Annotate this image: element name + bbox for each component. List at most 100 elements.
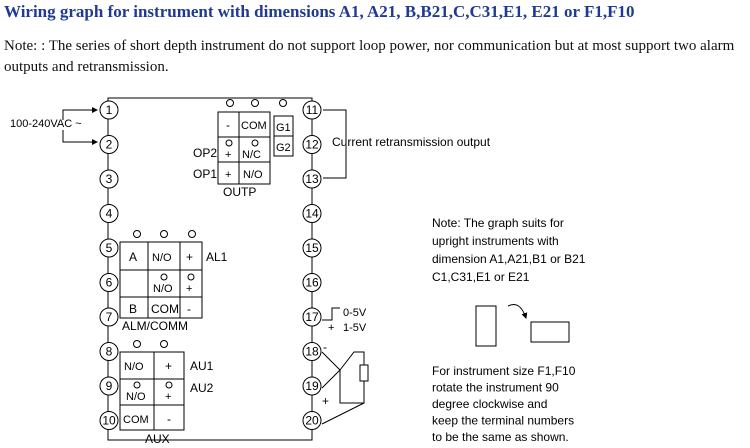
left-terminal-label: 9 bbox=[106, 379, 113, 393]
page-title: Wiring graph for instrument with dimensi… bbox=[4, 2, 635, 21]
outp-op1: OP1 bbox=[193, 167, 217, 181]
alm-label: ALM/COMM bbox=[122, 319, 188, 333]
right-terminal-label: 17 bbox=[305, 310, 319, 324]
upright-instrument-shape bbox=[475, 305, 497, 347]
power-label: 100-240VAC ~ bbox=[10, 118, 82, 130]
left-terminal-label: 7 bbox=[106, 310, 113, 324]
left-terminal-10 bbox=[99, 411, 119, 430]
right-terminal-14 bbox=[302, 204, 322, 223]
outp-frame bbox=[217, 111, 271, 185]
outp-com: COM bbox=[241, 120, 267, 132]
alm-no-2: N/O bbox=[153, 283, 173, 295]
alm-com: COM bbox=[151, 302, 179, 316]
aux-no-1: N/O bbox=[124, 361, 144, 373]
rotate-note-line: degree clockwise and bbox=[432, 397, 547, 411]
left-terminal-2 bbox=[99, 135, 119, 154]
outp-label: OUTP bbox=[223, 185, 256, 199]
right-terminal-label: 20 bbox=[305, 414, 319, 428]
aux-com: COM bbox=[123, 414, 149, 426]
side-note-line: dimension A1,A21,B1 or B21 bbox=[432, 252, 586, 266]
right-terminal-11 bbox=[302, 100, 322, 120]
rotated-instrument-shape bbox=[530, 321, 570, 343]
orientation-sketch bbox=[475, 304, 570, 347]
outp-op2: OP2 bbox=[193, 146, 217, 160]
outp-plus-1: + bbox=[225, 169, 231, 181]
alm-plus-2: + bbox=[186, 283, 192, 295]
left-terminal-3 bbox=[99, 169, 119, 189]
aux-au1: AU1 bbox=[190, 359, 214, 373]
outp-block: - COM + N/C + N/O G1 G2 OP2 OP1 OUTP bbox=[193, 99, 294, 199]
rtd-minus: - bbox=[323, 340, 327, 354]
side-note: Note: The graph suits for upright instrum… bbox=[432, 216, 586, 284]
alm-b: B bbox=[129, 302, 137, 316]
outp-g2: G2 bbox=[276, 142, 291, 154]
left-terminal-label: 8 bbox=[106, 345, 113, 359]
outp-plus-2: + bbox=[225, 149, 231, 161]
side-note-line: Note: The graph suits for bbox=[432, 216, 564, 230]
left-terminal-5 bbox=[99, 238, 119, 258]
left-terminal-group: 1 2 3 4 5 6 7 8 9 10 bbox=[99, 100, 119, 430]
aux-frame bbox=[119, 351, 185, 431]
instrument-frame bbox=[107, 97, 313, 441]
retrans-output: Current retransmission output bbox=[323, 109, 491, 179]
left-terminal-label: 4 bbox=[106, 207, 113, 221]
outp-minus: - bbox=[226, 118, 230, 132]
aux-block: N/O + AU1 N/O + AU2 COM - AUX bbox=[119, 340, 214, 446]
voltage-1-5v: 1-5V bbox=[343, 322, 367, 334]
right-terminal-20 bbox=[302, 411, 322, 430]
aux-au2: AU2 bbox=[190, 381, 214, 395]
aux-plus-2: + bbox=[165, 391, 171, 403]
page-note: Note: : The series of short depth instru… bbox=[4, 38, 735, 75]
right-terminal-16 bbox=[302, 273, 322, 292]
alm-a: A bbox=[129, 250, 137, 264]
alm-minus: - bbox=[187, 302, 191, 316]
right-terminal-label: 15 bbox=[305, 241, 319, 255]
left-terminal-9 bbox=[99, 376, 119, 396]
left-terminal-label: 1 bbox=[106, 103, 113, 117]
right-terminal-label: 18 bbox=[305, 345, 319, 359]
right-terminal-15 bbox=[302, 238, 322, 258]
rotate-arrow-icon bbox=[507, 304, 528, 319]
right-terminal-label: 16 bbox=[305, 276, 319, 290]
right-terminal-13 bbox=[302, 169, 322, 189]
retrans-label: Current retransmission output bbox=[332, 135, 491, 149]
power-input: 100-240VAC ~ bbox=[10, 107, 98, 145]
aux-no-2: N/O bbox=[126, 391, 146, 403]
left-terminal-7 bbox=[99, 307, 119, 327]
right-terminal-label: 13 bbox=[305, 172, 319, 186]
rtd-input: - + bbox=[321, 340, 369, 425]
left-terminal-8 bbox=[99, 342, 119, 361]
alm-frame bbox=[119, 241, 203, 319]
aux-plus-1: + bbox=[165, 359, 172, 373]
voltage-0-5v: 0-5V bbox=[343, 307, 367, 319]
left-terminal-label: 2 bbox=[106, 138, 113, 152]
left-terminal-label: 5 bbox=[106, 241, 113, 255]
left-terminal-label: 6 bbox=[106, 276, 113, 290]
right-terminal-label: 11 bbox=[306, 103, 319, 117]
right-terminal-label: 12 bbox=[305, 138, 319, 152]
right-terminal-17 bbox=[302, 307, 322, 327]
right-terminal-label: 19 bbox=[305, 379, 319, 393]
left-terminal-4 bbox=[99, 204, 119, 223]
rotate-note-line: to be the same as shown. bbox=[432, 430, 569, 444]
right-terminal-label: 14 bbox=[305, 207, 319, 221]
rotate-note-line: keep the terminal numbers bbox=[432, 414, 574, 428]
alm-al1: AL1 bbox=[206, 250, 228, 264]
side-note-line: upright instruments with bbox=[432, 234, 559, 248]
outp-g1: G1 bbox=[276, 122, 291, 134]
outp-nc: N/C bbox=[242, 149, 261, 161]
alm-no-1: N/O bbox=[152, 252, 172, 264]
left-terminal-1 bbox=[99, 100, 119, 120]
voltage-plus: + bbox=[328, 322, 334, 334]
rtd-plus: + bbox=[322, 394, 329, 408]
right-terminal-12 bbox=[302, 135, 322, 154]
right-terminal-group: 11 12 13 14 15 16 17 18 19 20 bbox=[302, 100, 322, 430]
aux-minus: - bbox=[167, 412, 171, 426]
left-terminal-label: 3 bbox=[106, 172, 113, 186]
rotate-note-line: For instrument size F1,F10 bbox=[432, 364, 576, 378]
outp-no: N/O bbox=[243, 169, 263, 181]
alm-block: A N/O + AL1 N/O + B COM - ALM/COMM bbox=[119, 230, 228, 333]
left-terminal-label: 10 bbox=[102, 414, 116, 428]
